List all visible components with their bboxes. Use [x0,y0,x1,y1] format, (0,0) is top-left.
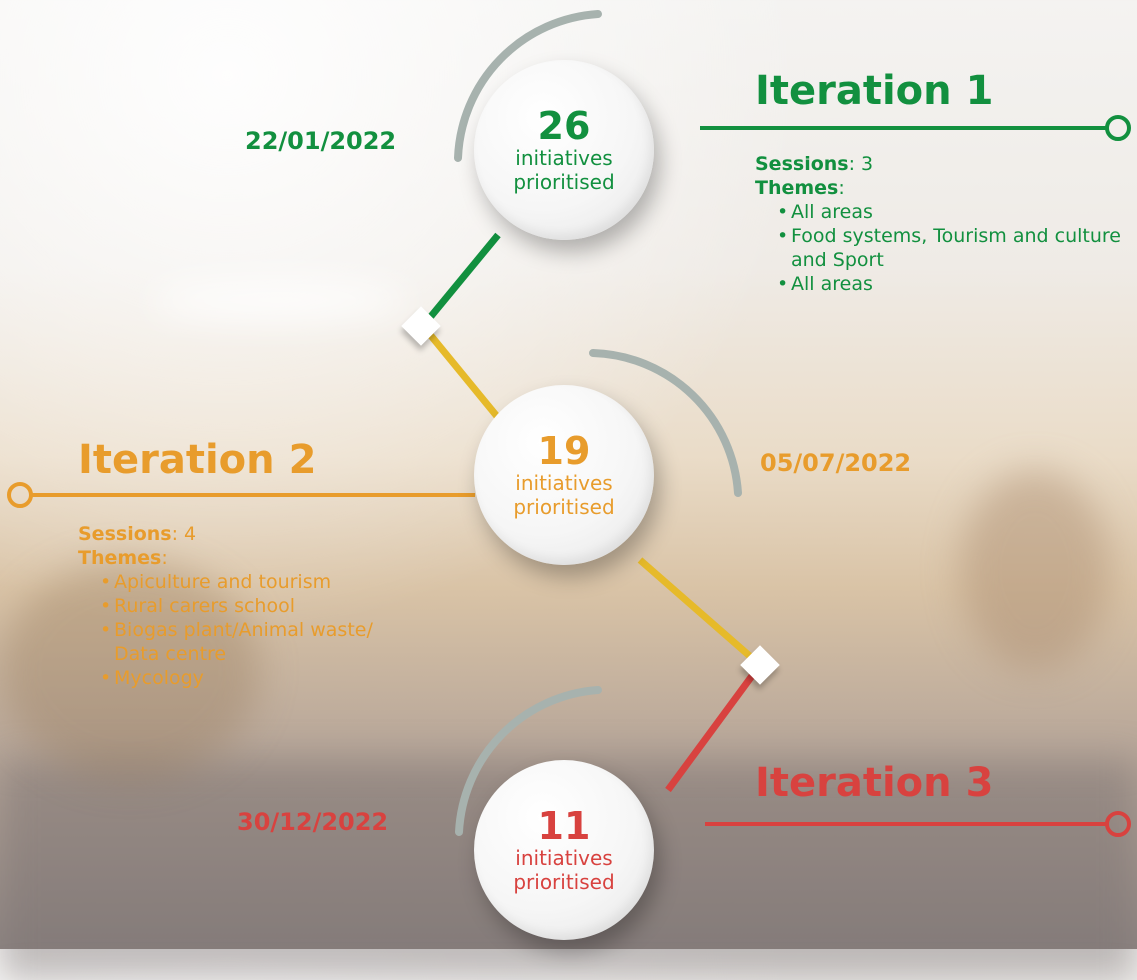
iteration-1-date: 22/01/2022 [245,127,397,155]
connector-yellow-1 [420,323,503,423]
arc-3 [455,686,602,836]
iteration-2-sessions-key: Sessions [78,523,172,545]
iteration-1-theme: Food systems, Tourism and culture and Sp… [777,224,1125,272]
iteration-1-themes-heading: Themes: [755,176,1125,200]
iteration-2-node: 19 initiatives prioritised [474,385,654,565]
iteration-3-date: 30/12/2022 [237,808,389,836]
arc-2 [589,349,742,497]
iteration-2-theme: Mycology [100,666,408,690]
timeline-connectors [7,10,1131,837]
iteration-2-details: Sessions: 4 Themes: Apiculture and touri… [78,522,408,690]
connector-yellow-2 [637,557,763,668]
background-light [150,280,410,320]
iteration-1-node: 26 initiatives prioritised [474,60,654,240]
iteration-1-count: 26 [537,104,591,148]
iteration-2-themes-suffix: : [161,547,168,569]
iteration-3-node: 11 initiatives prioritised [474,760,654,940]
iteration-2-themes-heading: Themes: [78,546,408,570]
iteration-2-theme: Rural carers school [100,594,408,618]
iteration-3-title: Iteration 3 [755,760,994,806]
iteration-1-theme: All areas [777,200,1125,224]
iteration-1-sessions: Sessions: 3 [755,152,1125,176]
iteration-1-themes-key: Themes [755,177,839,199]
iteration-2-title: Iteration 2 [78,437,317,483]
iteration-3-count-label: initiatives prioritised [513,846,615,894]
iteration-2-theme: Biogas plant/Animal waste/ Data centre [100,618,408,666]
iteration-1-theme: All areas [777,272,1125,296]
background-drum [960,470,1110,670]
iteration-2-sessions-value: : 4 [171,523,197,545]
iteration-1-sessions-value: : 3 [848,153,874,175]
iteration-2-count: 19 [537,429,591,473]
connector-red [665,662,763,793]
iteration-2-sessions: Sessions: 4 [78,522,408,546]
iteration-2-date: 05/07/2022 [760,449,912,477]
iteration-1-sessions-key: Sessions [755,153,849,175]
iteration-2-themes-list: Apiculture and tourism Rural carers scho… [78,570,408,690]
iteration-1-themes-list: All areas Food systems, Tourism and cult… [755,200,1125,296]
iteration-1-details: Sessions: 3 Themes: All areas Food syste… [755,152,1125,296]
iteration-2-count-label: initiatives prioritised [513,471,615,519]
iteration-3-count: 11 [537,804,591,848]
iteration-2-line-end [7,482,33,508]
arc-1 [454,10,602,162]
iteration-1-title: Iteration 1 [755,68,994,114]
iteration-2-themes-key: Themes [78,547,162,569]
iteration-1-line-end [1105,115,1131,141]
iteration-1-count-label: initiatives prioritised [513,146,615,194]
connector-green [420,232,501,329]
iteration-3-line-end [1105,811,1131,837]
iteration-1-themes-suffix: : [838,177,845,199]
iteration-2-theme: Apiculture and tourism [100,570,408,594]
